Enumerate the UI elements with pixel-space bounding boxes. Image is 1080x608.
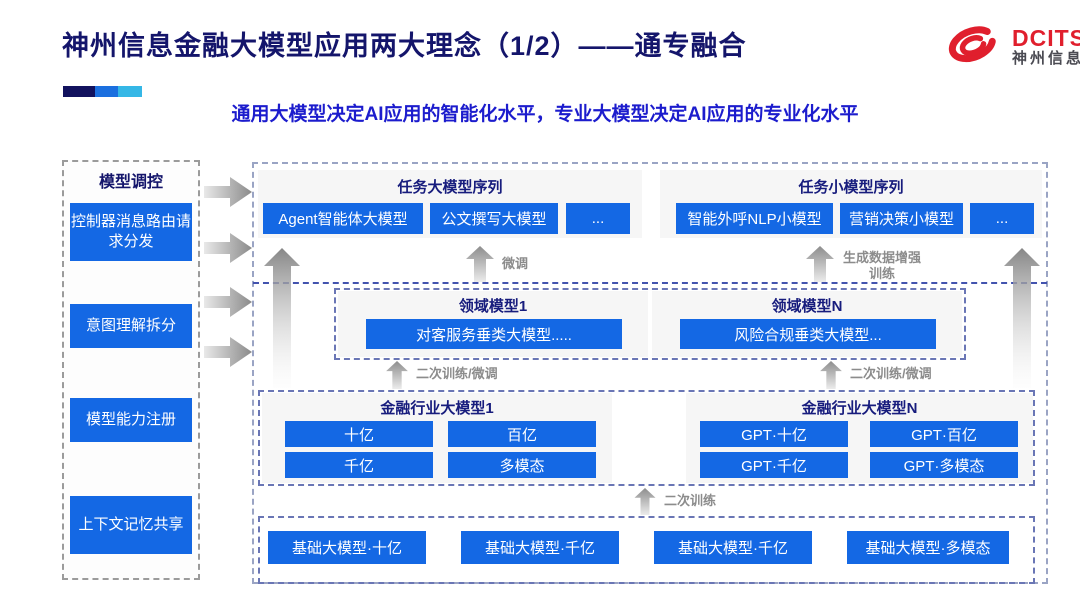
sidebar-item-context-memory: 上下文记忆共享 [70,496,192,554]
logo-brand-cn: 神州信息 [1012,50,1080,67]
dcits-swirl-icon [948,26,996,63]
btn-doc-writing-large-model: 公文撰写大模型 [430,203,558,234]
btn-gpt-100b: GPT·千亿 [700,452,848,478]
title-accent-bar [63,86,142,97]
label-gen-data-training: 生成数据增强训练 [842,250,921,282]
logo-brand: DCITS [1012,25,1080,51]
sidebar-title: 模型调控 [98,174,163,191]
group-task-small-title: 任务小模型序列 [798,179,904,196]
btn-customer-service-vertical-model: 对客服务垂类大模型..... [366,319,622,349]
btn-gpt-1b: GPT·十亿 [700,421,848,447]
group-domain1-title: 领域模型1 [458,298,528,315]
up-arrow-secondary-ft-right [820,361,842,389]
company-logo: DCITS 神州信息 [940,24,1080,70]
base-models-container [258,516,1035,584]
accent-segment-navy [63,86,95,97]
btn-1b: 十亿 [285,421,433,447]
label-secondary-train: 二次训练 [664,493,717,508]
logo-text: DCITS 神州信息 [1012,26,1080,68]
btn-multimodal: 多模态 [448,452,596,478]
accent-segment-cyan [118,86,142,97]
btn-gpt-10b: GPT·百亿 [870,421,1018,447]
up-arrow-gen-data [806,246,834,282]
btn-outbound-nlp-small-model: 智能外呼NLP小模型 [676,203,833,234]
group-industryN-title: 金融行业大模型N [801,400,918,417]
btn-gpt-multimodal: GPT·多模态 [870,452,1018,478]
accent-segment-blue [95,86,118,97]
group-task-large-title: 任务大模型序列 [397,179,503,196]
tall-up-arrow-left [264,248,300,388]
label-finetune: 微调 [502,256,529,271]
domain-models-container [334,288,966,360]
right-arrow-1 [204,177,252,207]
btn-base-model-1b: 基础大模型·十亿 [268,531,426,564]
page-title: 神州信息金融大模型应用两大理念（1/2）——通专融合 [62,31,747,61]
right-arrow-3 [204,287,252,317]
sidebar-item-controller-routing: 控制器消息路由请求分发 [70,203,192,261]
group-industry1-title: 金融行业大模型1 [380,400,494,417]
btn-base-model-100b-a: 基础大模型·千亿 [461,531,619,564]
btn-10b: 百亿 [448,421,596,447]
sidebar-item-capability-register: 模型能力注册 [70,398,192,442]
btn-task-large-more: ... [566,203,630,234]
up-arrow-secondary-train [634,488,656,515]
sidebar-item-intent-split: 意图理解拆分 [70,304,192,348]
tall-up-arrow-right [1004,248,1040,388]
label-secondary-ft-left: 二次训练/微调 [416,366,498,381]
group-domainN-title: 领域模型N [771,298,843,315]
label-secondary-ft-right: 二次训练/微调 [850,366,932,381]
slide-subtitle: 通用大模型决定AI应用的智能化水平，专业大模型决定AI应用的专业化水平 [231,104,859,125]
btn-100b: 千亿 [285,452,433,478]
industry-models-container [258,390,1035,486]
up-arrow-finetune [466,246,494,282]
right-arrow-4 [204,337,252,367]
btn-risk-compliance-vertical-model: 风险合规垂类大模型... [680,319,936,349]
btn-agent-large-model: Agent智能体大模型 [263,203,423,234]
btn-marketing-small-model: 营销决策小模型 [840,203,963,234]
right-arrow-2 [204,233,252,263]
layer-separator-dashed-line [253,282,1047,284]
btn-base-model-multimodal: 基础大模型·多模态 [847,531,1009,564]
up-arrow-secondary-ft-left [386,361,408,389]
btn-task-small-more: ... [970,203,1034,234]
btn-base-model-100b-b: 基础大模型·千亿 [654,531,812,564]
